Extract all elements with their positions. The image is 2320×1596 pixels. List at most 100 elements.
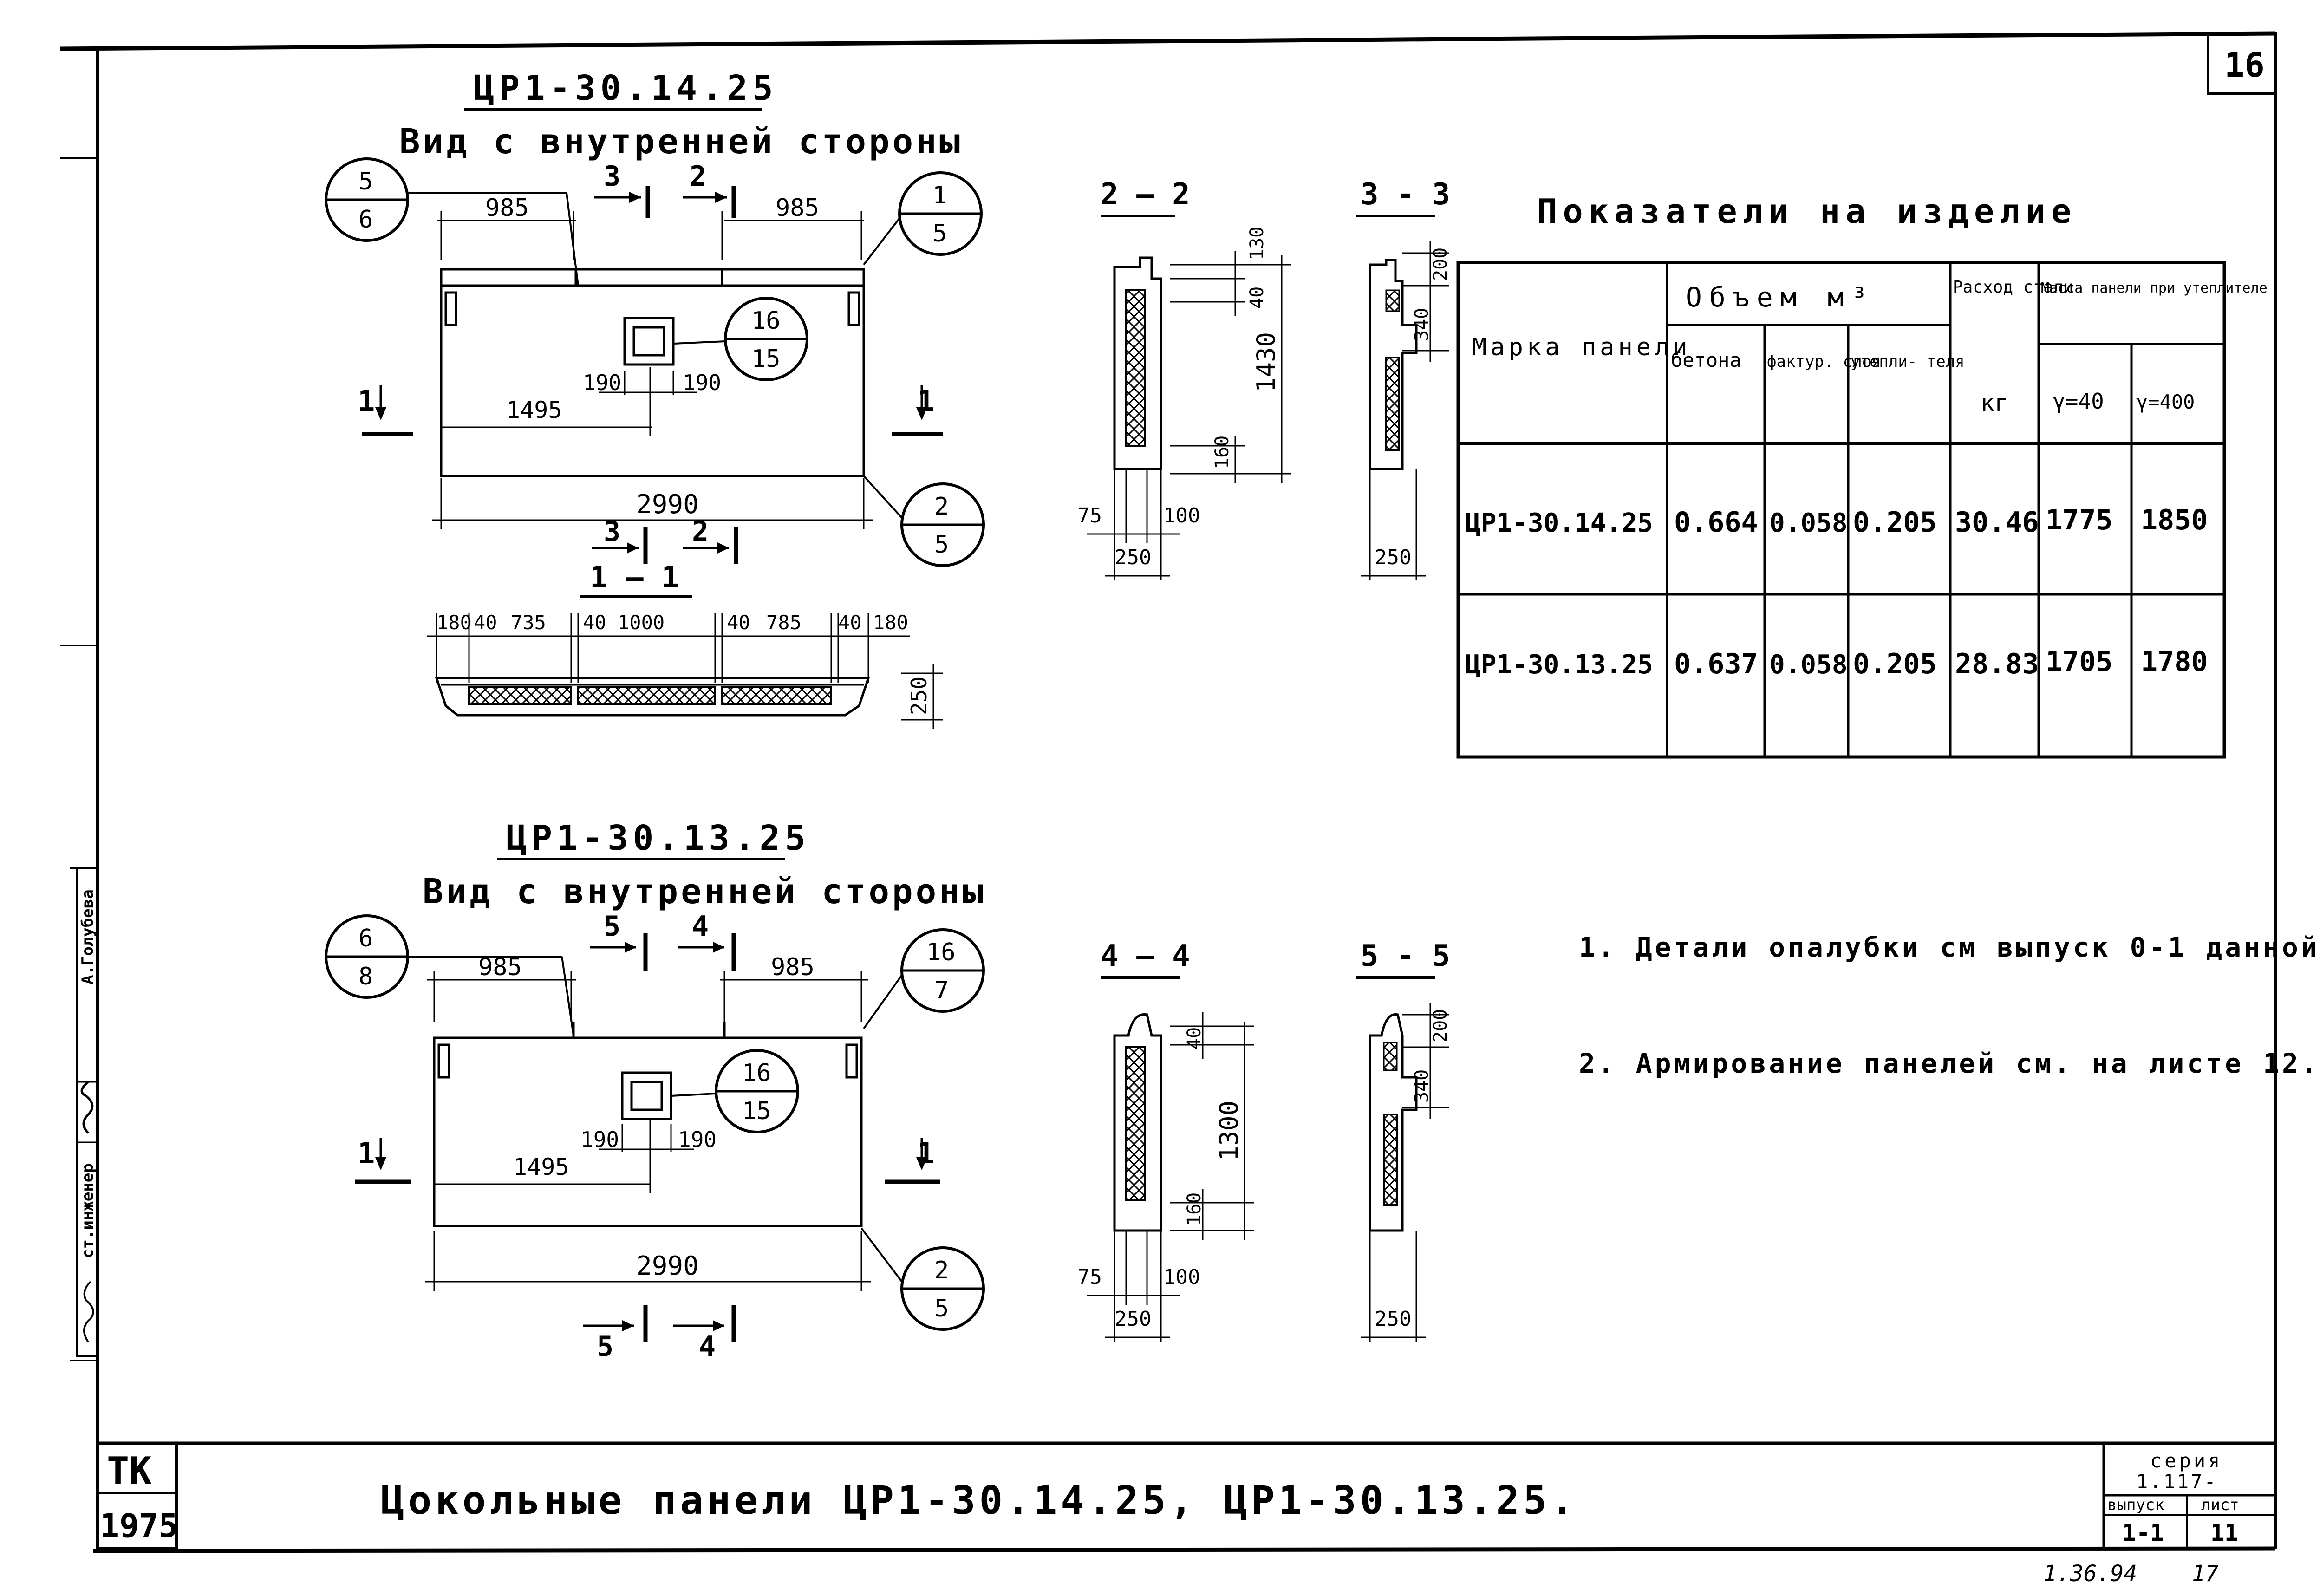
- svg-text:785: 785: [766, 611, 802, 634]
- section-4-4: 4 — 4 40 1300 160 75 100 250: [1077, 939, 1254, 1342]
- issue-value: 1-1: [2122, 1519, 2164, 1546]
- th-steel: Расход стали: [1953, 278, 2073, 297]
- svg-text:40: 40: [838, 611, 862, 634]
- th-mass: Масса панели при утеплителе: [2041, 280, 2268, 296]
- th-concrete: бетона: [1671, 349, 1741, 371]
- issue-label: выпуск: [2107, 1496, 2164, 1514]
- svg-text:2: 2: [934, 493, 949, 521]
- svg-text:40: 40: [583, 611, 606, 634]
- sheet-title: Цокольные панели ЦР1-30.14.25, ЦР1-30.13…: [381, 1478, 1577, 1523]
- svg-text:40: 40: [727, 611, 750, 634]
- archive-number: 1.36.94: [2043, 1561, 2137, 1587]
- svg-text:0.205: 0.205: [1853, 648, 1937, 680]
- svg-text:5: 5: [934, 1295, 949, 1322]
- section-marker-b-left: 1: [355, 1136, 411, 1184]
- svg-text:160: 160: [1212, 436, 1233, 469]
- svg-text:1: 1: [932, 182, 947, 209]
- callout-a-top-right: 1 5: [863, 171, 983, 266]
- svg-text:250: 250: [1114, 546, 1151, 569]
- window-b: [621, 1071, 672, 1120]
- svg-text:4: 4: [692, 910, 709, 943]
- svg-text:160: 160: [1184, 1192, 1205, 1226]
- svg-text:190: 190: [678, 1127, 717, 1152]
- table-title: Показатели на изделие: [1537, 192, 2077, 231]
- svg-text:16: 16: [751, 307, 781, 335]
- th-g400: γ=400: [2136, 391, 2195, 413]
- svg-text:250: 250: [1375, 546, 1411, 569]
- svg-text:0.205: 0.205: [1853, 506, 1937, 539]
- stamp-role: ст.инженер: [78, 1163, 97, 1258]
- svg-text:200: 200: [1430, 1009, 1451, 1042]
- svg-text:3: 3: [604, 515, 620, 548]
- callout-b-top-right: 16 7: [863, 928, 985, 1029]
- svg-text:0.637: 0.637: [1674, 648, 1758, 680]
- svg-text:340: 340: [1411, 1069, 1433, 1103]
- svg-text:985: 985: [478, 953, 522, 981]
- svg-text:40: 40: [474, 611, 497, 634]
- svg-text:16: 16: [742, 1059, 771, 1087]
- drawing-b-view-title: Вид с внутренней стороны: [423, 872, 986, 912]
- th-volume: Объем м³: [1686, 281, 1875, 313]
- svg-text:190: 190: [583, 370, 621, 395]
- svg-text:190: 190: [683, 370, 721, 395]
- svg-text:100: 100: [1163, 504, 1200, 528]
- drawing-b-mark: ЦР1-30.13.25: [506, 818, 810, 858]
- svg-text:180: 180: [437, 611, 472, 634]
- svg-text:985: 985: [485, 194, 529, 222]
- section-marker-a-left: 1: [358, 384, 413, 436]
- svg-text:30.46: 30.46: [1955, 506, 2039, 539]
- svg-text:250: 250: [1375, 1307, 1411, 1331]
- th-facing: фактур. слоя: [1767, 352, 1881, 371]
- th-mark: Марка панели: [1472, 333, 1691, 361]
- signature-mark: [80, 1081, 94, 1134]
- drawing-a-mark: ЦР1-30.14.25: [474, 68, 778, 108]
- svg-text:190: 190: [580, 1127, 619, 1152]
- dims-a-top: [437, 211, 864, 260]
- callout-a-top-left: 5 6: [325, 157, 579, 286]
- note-1: 1. Детали опалубки см выпуск 0-1 данной …: [1579, 932, 2320, 963]
- section-3-3: 3 - 3 200 340 250: [1356, 177, 1451, 580]
- svg-text:735: 735: [511, 611, 546, 634]
- svg-text:2: 2: [692, 515, 709, 548]
- svg-text:250: 250: [906, 677, 932, 715]
- section-4-4-title: 4 — 4: [1101, 939, 1190, 973]
- notes: 1. Детали опалубки см выпуск 0-1 данной …: [1579, 932, 2320, 1079]
- svg-text:1430: 1430: [1251, 332, 1281, 392]
- th-insulation: утепли- теля: [1851, 352, 1965, 371]
- svg-text:16: 16: [926, 938, 956, 966]
- svg-text:1775: 1775: [2046, 504, 2113, 536]
- year: 1975: [100, 1507, 178, 1545]
- svg-text:15: 15: [751, 345, 781, 373]
- title-block: ТК 1975 Цокольные панели ЦР1-30.14.25, Ц…: [96, 1442, 2275, 1550]
- svg-text:1705: 1705: [2046, 645, 2113, 678]
- callout-b-bottom-right: 2 5: [860, 1227, 985, 1331]
- svg-text:2990: 2990: [636, 1251, 699, 1281]
- svg-text:130: 130: [1246, 227, 1268, 260]
- svg-text:40: 40: [1246, 287, 1268, 309]
- svg-text:1495: 1495: [506, 397, 562, 423]
- svg-text:200: 200: [1430, 248, 1451, 281]
- svg-text:1: 1: [358, 1136, 375, 1170]
- callout-b-top-left: 6 8: [325, 914, 574, 1036]
- svg-text:1495: 1495: [513, 1153, 569, 1180]
- svg-text:1780: 1780: [2141, 645, 2208, 678]
- signature-mark-2: [83, 1281, 94, 1343]
- svg-text:5: 5: [934, 531, 949, 559]
- table-row: ЦР1-30.14.25 0.664 0.058 0.205 30.46 177…: [1465, 504, 2208, 539]
- sheet-frame: [60, 31, 2277, 1553]
- svg-text:1850: 1850: [2141, 504, 2208, 536]
- svg-text:2: 2: [690, 160, 706, 193]
- svg-text:340: 340: [1411, 308, 1433, 341]
- section-5-5-title: 5 - 5: [1361, 939, 1450, 973]
- svg-text:8: 8: [358, 963, 373, 990]
- svg-text:6: 6: [358, 206, 373, 234]
- section-marker-b-right: 1: [885, 1136, 940, 1184]
- indicators-table: Показатели на изделие Марка панели Объем…: [1456, 192, 2268, 759]
- svg-text:75: 75: [1077, 1265, 1102, 1289]
- svg-text:2: 2: [934, 1257, 949, 1284]
- series-value: 1.117-: [2136, 1470, 2218, 1493]
- svg-text:0.058: 0.058: [1769, 508, 1848, 538]
- drawing-a-view-title: Вид с внутренней стороны: [399, 122, 963, 162]
- window-a: [623, 317, 675, 366]
- sheet-label: лист: [2201, 1496, 2239, 1514]
